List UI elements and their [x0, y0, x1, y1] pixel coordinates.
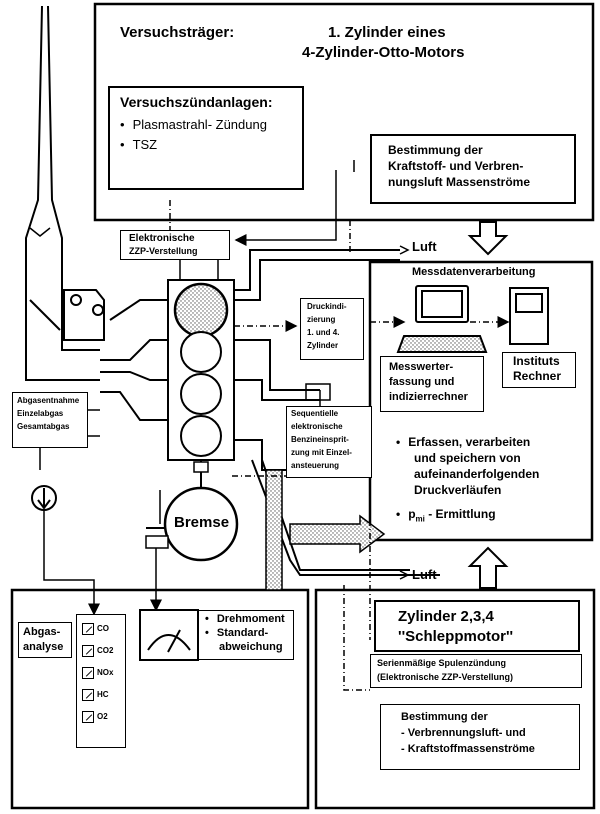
mass-flow-top-box: Bestimmung der Kraftstoff- und Verbren- … — [370, 134, 576, 204]
torque-line3: abweichung — [219, 641, 283, 653]
measurement-acquisition-box: Messwerter- fassung und indizierrechner — [380, 356, 484, 412]
gas-row-co2: CO2 — [80, 642, 120, 660]
exhaust-analysis-label-box: Abgas- analyse — [18, 622, 72, 658]
bullet-line2: und speichern von — [414, 451, 521, 465]
bullet-line1: Erfassen, verarbeiten — [396, 435, 530, 449]
bullet-line4: Druckverläufen — [414, 483, 502, 497]
stippled-exhaust-routing — [265, 469, 386, 591]
mass-flow-top-line1: Bestimmung der — [388, 143, 483, 157]
sampling-probe — [29, 289, 105, 341]
injection-line5: ansteuerung — [291, 461, 340, 470]
pressure-line3: 1. und 4. — [307, 328, 340, 337]
air-inlets — [399, 245, 410, 580]
zzp-line2: ZZP-Verstellung — [129, 246, 198, 256]
test-carrier-title-line1: 1. Zylinder eines — [328, 24, 446, 41]
injection-line4: zung mit Einzel- — [291, 448, 352, 457]
institute-line2: Rechner — [513, 369, 562, 383]
pmi-text: - Ermittlung — [424, 507, 496, 521]
pressure-line2: zierung — [307, 315, 336, 324]
mass-flow-top-line2: Kraftstoff- und Verbren- — [388, 159, 524, 173]
gas-row-hc: HC — [80, 686, 120, 704]
institute-line1: Instituts — [513, 354, 560, 368]
terminal-computer — [396, 285, 488, 353]
data-processing-heading: Messdatenverarbeitung — [412, 266, 536, 278]
ignition-systems-box: Versuchszündanlagen: Plasmastrahl- Zündu… — [108, 86, 304, 190]
ignition-heading: Versuchszündanlagen: — [120, 94, 273, 110]
ignition-item-tsz: TSZ — [120, 137, 158, 153]
cylinder-1 — [173, 282, 229, 338]
acquisition-line1: Messwerter- — [389, 361, 454, 373]
pmi-sub: mi — [415, 514, 425, 524]
pressure-line4: Zylinder — [307, 341, 339, 350]
exhaust-analysis-frame — [10, 588, 310, 810]
gas-analyzer-column — [76, 614, 126, 748]
air-label-bottom: Luft — [412, 567, 437, 582]
mass-flow-bottom-line1: Bestimmung der — [401, 711, 488, 723]
zzp-adjustment-box: Elektronische ZZP-Verstellung — [120, 230, 230, 260]
bullet-pmi: pmi - Ermittlung — [396, 507, 496, 524]
gas-row-nox: NOx — [80, 664, 120, 682]
sampling-line1: Abgasentnahme — [17, 396, 80, 405]
pressure-indication-box: Druckindi- zierung 1. und 4. Zylinder — [300, 298, 364, 360]
exhaust-stack — [25, 5, 100, 381]
pmi-p: p — [396, 507, 416, 521]
engine-block — [167, 279, 235, 490]
flow-meter — [31, 485, 57, 511]
torque-box: Drehmoment Standard- abweichung — [198, 610, 294, 660]
acquisition-line2: fassung und — [389, 376, 455, 388]
signal-lines — [169, 200, 510, 691]
analysis-line2: analyse — [23, 641, 64, 653]
air-label-top: Luft — [412, 239, 437, 254]
drag-motor-frame — [314, 588, 596, 810]
series-line2: (Elektronische ZZP-Verstellung) — [377, 672, 514, 682]
test-carrier-frame — [93, 2, 595, 222]
data-processing-frame — [368, 260, 594, 542]
series-line1: Serienmäßige Spulenzündung — [377, 658, 507, 668]
drag-motor-line2: ''Schleppmotor'' — [398, 628, 514, 645]
institute-computer-box: Instituts Rechner — [502, 352, 576, 388]
zzp-line1: Elektronische — [129, 233, 195, 244]
drag-motor-box: Zylinder 2,3,4 ''Schleppmotor'' — [374, 600, 580, 652]
mass-flow-top-line3: nungsluft Massenströme — [388, 175, 531, 189]
cylinder-3 — [180, 373, 222, 415]
hollow-arrows — [410, 221, 509, 589]
gas-row-co: CO — [80, 620, 120, 638]
injection-line3: Benzineinsprit- — [291, 435, 349, 444]
acquisition-line3: indizierrechner — [389, 391, 468, 403]
torque-dial — [139, 609, 199, 661]
bullet-line3: aufeinanderfolgenden — [414, 467, 540, 481]
mass-flow-bottom-line2: - Verbrennungsluft- und — [401, 727, 526, 739]
torque-line2: Standard- — [205, 627, 268, 640]
exhaust-sampling-box: Abgasentnahme Einzelabgas Gesamtabgas — [12, 392, 88, 448]
mass-flow-bottom-line3: - Kraftstoffmassenströme — [401, 743, 535, 755]
analysis-line1: Abgas- — [23, 626, 61, 638]
brake-label: Bremse — [174, 514, 230, 531]
cylinder-4 — [180, 415, 222, 457]
test-carrier-title-line2: 4-Zylinder-Otto-Motors — [302, 44, 465, 61]
arrow-top-to-data — [467, 221, 509, 256]
injection-line1: Sequentielle — [291, 409, 339, 418]
pressure-line1: Druckindi- — [307, 302, 347, 311]
series-ignition-box: Serienmäßige Spulenzündung (Elektronisch… — [370, 654, 582, 688]
sampling-line3: Gesamtabgas — [17, 422, 70, 431]
gas-row-o2: O2 — [80, 708, 120, 726]
brake — [145, 486, 239, 562]
torque-line1: Drehmoment — [205, 613, 285, 626]
sampling-line2: Einzelabgas — [17, 409, 64, 418]
drag-motor-line1: Zylinder 2,3,4 — [398, 608, 494, 625]
mass-flow-bottom-box: Bestimmung der - Verbrennungsluft- und -… — [380, 704, 580, 770]
ignition-item-plasma: Plasmastrahl- Zündung — [120, 117, 267, 133]
arrow-bottom-to-data — [467, 546, 509, 589]
test-carrier-label: Versuchsträger: — [120, 24, 235, 41]
cylinder-2 — [180, 331, 222, 373]
bullet-acquisition: Erfassen, verarbeiten — [396, 435, 530, 450]
injection-line2: elektronische — [291, 422, 343, 431]
injection-box: Sequentielle elektronische Benzineinspri… — [286, 406, 372, 478]
institute-computer — [509, 287, 549, 345]
